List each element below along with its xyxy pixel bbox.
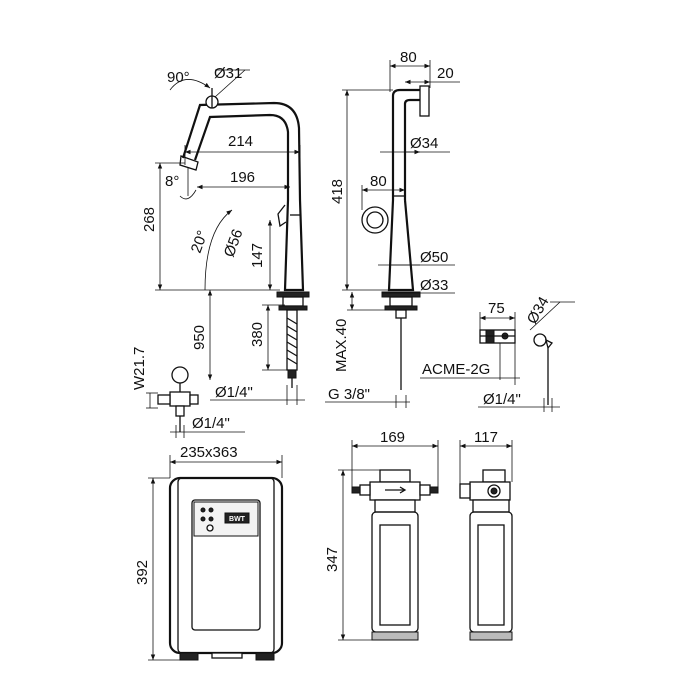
label-dia-body: Ø50 (420, 249, 448, 266)
label-width-top: 80 (400, 49, 417, 66)
label-adapter-diameter: Ø34 (524, 294, 553, 327)
label-max-counter: MAX.40 (333, 319, 350, 372)
filter-front-view: 169 347 (324, 429, 439, 641)
faucet-front-view: 80 20 Ø34 418 80 Ø50 Ø33 MAX.40 G 3/8" (325, 49, 460, 408)
label-total-height: 418 (329, 179, 346, 204)
label-boiler-footprint: 235x363 (180, 444, 238, 461)
label-angle-handle: 20° (188, 228, 212, 255)
label-dia-head: Ø31 (214, 65, 242, 82)
label-height-lever: 147 (249, 243, 266, 268)
label-dia-shank: Ø33 (420, 277, 448, 294)
label-thread: G 3/8" (328, 386, 370, 403)
faucet-side-view: 90° Ø31 214 196 8° 268 20° Ø56 147 950 (141, 65, 310, 405)
label-valve-outlet: Ø1/4" (192, 415, 230, 432)
label-adapter-outlet: Ø1/4" (483, 391, 521, 408)
label-valve-thread: W21.7 (131, 347, 148, 390)
label-filter-height: 347 (324, 547, 341, 572)
label-tilt: 8° (165, 173, 179, 190)
label-reach: 214 (228, 133, 253, 150)
label-height-spout: 268 (141, 207, 158, 232)
adapter: 75 ACME-2G Ø34 Ø1/4" (420, 294, 575, 412)
valve-knob (171, 366, 189, 384)
boiler-brand-logo: BWT (229, 516, 246, 523)
label-filter-width: 169 (380, 429, 405, 446)
label-angle-top: 90° (167, 69, 190, 86)
label-counter-depth: 950 (191, 325, 208, 350)
label-spout-reach: 196 (230, 169, 255, 186)
filter-side-view: 117 (459, 429, 513, 641)
boiler-unit: BWT 235x363 392 (134, 444, 284, 661)
label-boiler-height: 392 (134, 560, 151, 585)
angle-valve: W21.7 Ø1/4" (131, 347, 245, 438)
label-dia-neck: Ø34 (410, 135, 438, 152)
label-offset-top: 20 (437, 65, 454, 82)
label-filter-side-width: 117 (474, 429, 498, 446)
label-dia-base: Ø56 (221, 227, 247, 259)
label-lever-offset: 80 (370, 173, 387, 190)
label-hose-length: 380 (249, 322, 266, 347)
label-adapter-length: 75 (488, 300, 505, 317)
label-hose-thread: Ø1/4" (215, 384, 253, 401)
label-adapter-thread: ACME-2G (422, 361, 490, 378)
